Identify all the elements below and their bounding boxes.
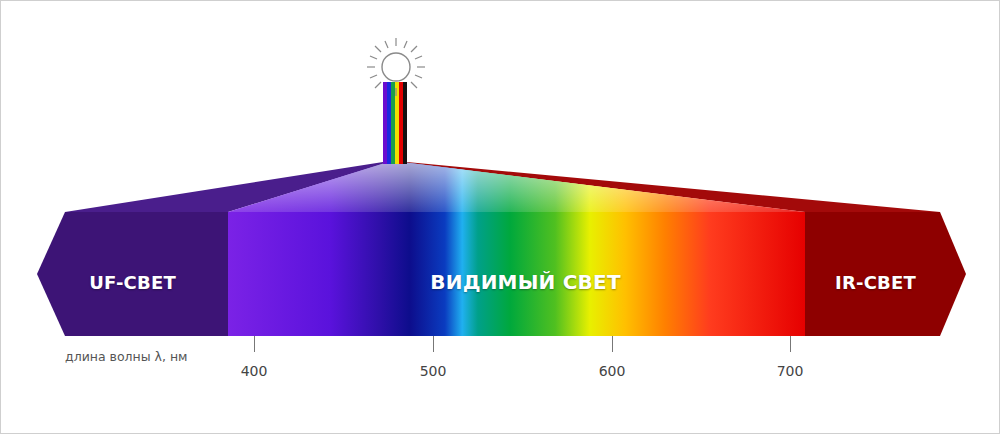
tick-label: 400 — [241, 363, 268, 379]
band-label: ВИДИМЫЙ СВЕТ — [430, 270, 621, 294]
visible-fan — [228, 162, 805, 212]
tick-label: 500 — [420, 363, 447, 379]
ir-band: IR-СВЕТ — [805, 212, 966, 336]
sun-symbol — [367, 38, 425, 96]
band-label: UF-СВЕТ — [89, 272, 176, 293]
light-beam — [383, 82, 407, 164]
band-label: IR-СВЕТ — [835, 272, 916, 293]
tick-label: 600 — [599, 363, 626, 379]
visible-band: ВИДИМЫЙ СВЕТ — [228, 212, 805, 336]
axis-ticks — [255, 336, 791, 352]
tick-label: 700 — [777, 363, 804, 379]
visible-fan-light — [228, 162, 805, 212]
axis-label: длина волны λ, нм — [65, 349, 188, 364]
uv-band: UF-СВЕТ — [37, 212, 228, 336]
